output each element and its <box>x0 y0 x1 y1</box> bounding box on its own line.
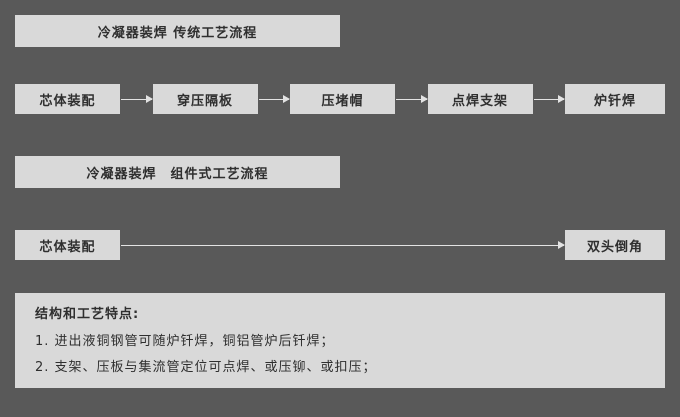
step-press-partition: 穿压隔板 <box>152 84 258 114</box>
arrow-right-icon <box>533 98 564 100</box>
arrow-right-icon <box>258 98 289 100</box>
note-item: 2. 支架、压板与集流管定位可点焊、或压铆、或扣压； <box>35 360 377 375</box>
arrow-right-icon <box>121 244 564 246</box>
notes-title: 结构和工艺特点: <box>35 307 140 322</box>
modular-flow-row: 芯体装配 双头倒角 <box>15 230 665 260</box>
step-spot-weld-bracket: 点焊支架 <box>427 84 533 114</box>
traditional-flow-title: 冷凝器装焊 传统工艺流程 <box>15 15 340 47</box>
step-core-assembly: 芯体装配 <box>15 84 120 114</box>
notes-panel: 结构和工艺特点: 1. 进出液铜钢管可随炉钎焊，铜铝管炉后钎焊； 2. 支架、压… <box>15 293 665 388</box>
traditional-flow-row: 芯体装配 穿压隔板 压堵帽 点焊支架 炉钎焊 <box>15 84 665 114</box>
note-item: 1. 进出液铜钢管可随炉钎焊，铜铝管炉后钎焊； <box>35 334 335 349</box>
arrow-right-icon <box>121 98 152 100</box>
step-double-end-chamfer: 双头倒角 <box>565 230 665 260</box>
step-furnace-brazing: 炉钎焊 <box>565 84 665 114</box>
step-press-plug-cap: 压堵帽 <box>290 84 395 114</box>
arrow-right-icon <box>396 98 427 100</box>
modular-flow-title: 冷凝器装焊 组件式工艺流程 <box>15 156 340 188</box>
step-core-assembly: 芯体装配 <box>15 230 120 260</box>
